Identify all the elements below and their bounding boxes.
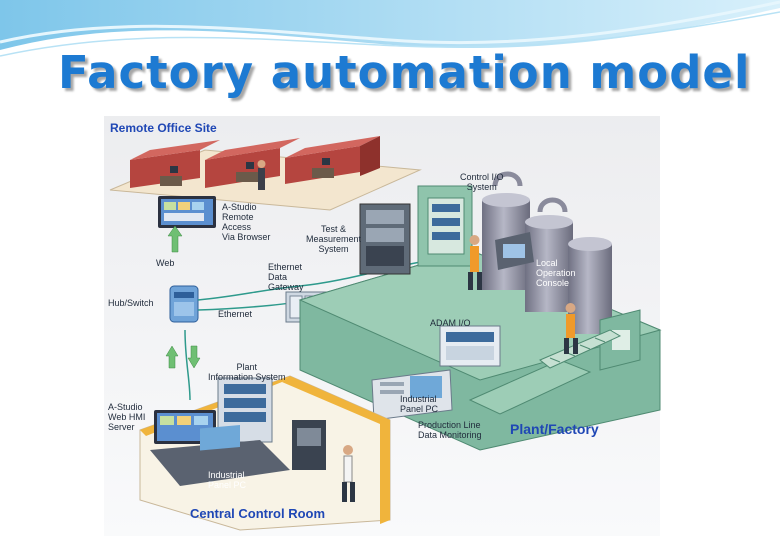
remote-monitor xyxy=(158,196,216,228)
down-arrow xyxy=(187,345,201,369)
web-label: Web xyxy=(156,258,175,268)
central-control-room xyxy=(139,375,391,531)
up-arrow xyxy=(165,345,179,369)
page-title: Factory automation model xyxy=(58,46,751,99)
hub-switch-device xyxy=(169,285,199,323)
adam-io-label: ADAM I/O xyxy=(430,318,471,328)
ethernet-label: Ethernet xyxy=(218,309,253,319)
test-measurement-label: Test &Measurement System xyxy=(306,224,362,254)
header-wave xyxy=(0,0,780,50)
industrial-panel-plant-device xyxy=(371,369,453,421)
central-control-label: Central Control Room xyxy=(190,506,326,521)
plant-factory-label: Plant/Factory xyxy=(510,421,599,437)
web-arrow xyxy=(167,225,183,253)
hub-switch-label: Hub/Switch xyxy=(108,298,154,308)
remote-office-cubicles xyxy=(109,136,422,211)
remote-office-label: Remote Office Site xyxy=(110,121,217,135)
